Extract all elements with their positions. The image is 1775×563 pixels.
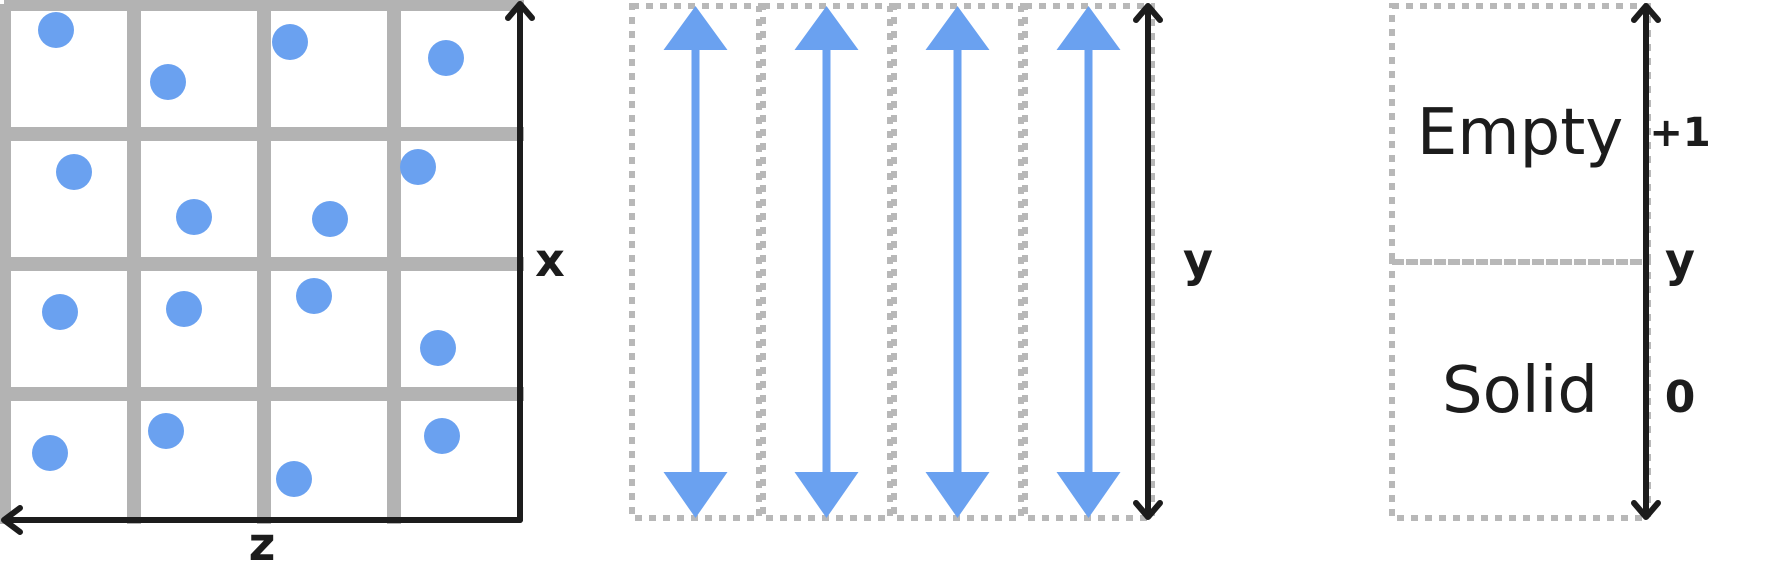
sample-point	[276, 461, 312, 497]
sample-point	[150, 64, 186, 100]
middle-panel: y	[629, 3, 1213, 521]
x-axis-label: x	[535, 233, 565, 287]
column-arrow-head-up	[663, 6, 728, 50]
left-panel: x z	[0, 0, 565, 563]
z-axis	[1, 505, 523, 535]
sample-point	[272, 24, 308, 60]
y-axis	[1133, 3, 1163, 520]
right-panel: Empty Solid +1 y 0	[1389, 3, 1711, 521]
column-arrow-head-down	[925, 472, 990, 518]
sample-point	[38, 12, 74, 48]
sample-point	[42, 294, 78, 330]
sample-point	[428, 40, 464, 76]
sample-point	[56, 154, 92, 190]
tick-mid-label: y	[1665, 233, 1695, 287]
sample-point	[166, 291, 202, 327]
sample-point	[424, 418, 460, 454]
grid-lines	[0, 0, 524, 524]
sample-point	[420, 330, 456, 366]
sample-point	[400, 149, 436, 185]
column-arrow-head-up	[925, 6, 990, 50]
sample-point	[312, 201, 348, 237]
column-arrow-head-down	[794, 472, 859, 518]
tick-bottom-label: 0	[1665, 372, 1696, 423]
grid-points	[32, 12, 464, 497]
y-axis-label: y	[1183, 233, 1213, 287]
tick-top-label: +1	[1649, 110, 1710, 156]
sample-point	[176, 199, 212, 235]
right-y-axis	[1631, 3, 1661, 520]
sample-point	[32, 435, 68, 471]
column-arrow-head-up	[1056, 6, 1121, 50]
solid-label: Solid	[1442, 354, 1598, 428]
sample-point	[296, 278, 332, 314]
sample-point	[148, 413, 184, 449]
empty-label: Empty	[1417, 96, 1623, 170]
column-group	[629, 3, 1155, 521]
column-arrow-head-up	[794, 6, 859, 50]
z-axis-label: z	[249, 517, 276, 563]
column-arrow-head-down	[1056, 472, 1121, 518]
column-arrow-head-down	[663, 472, 728, 518]
x-axis	[505, 1, 535, 523]
